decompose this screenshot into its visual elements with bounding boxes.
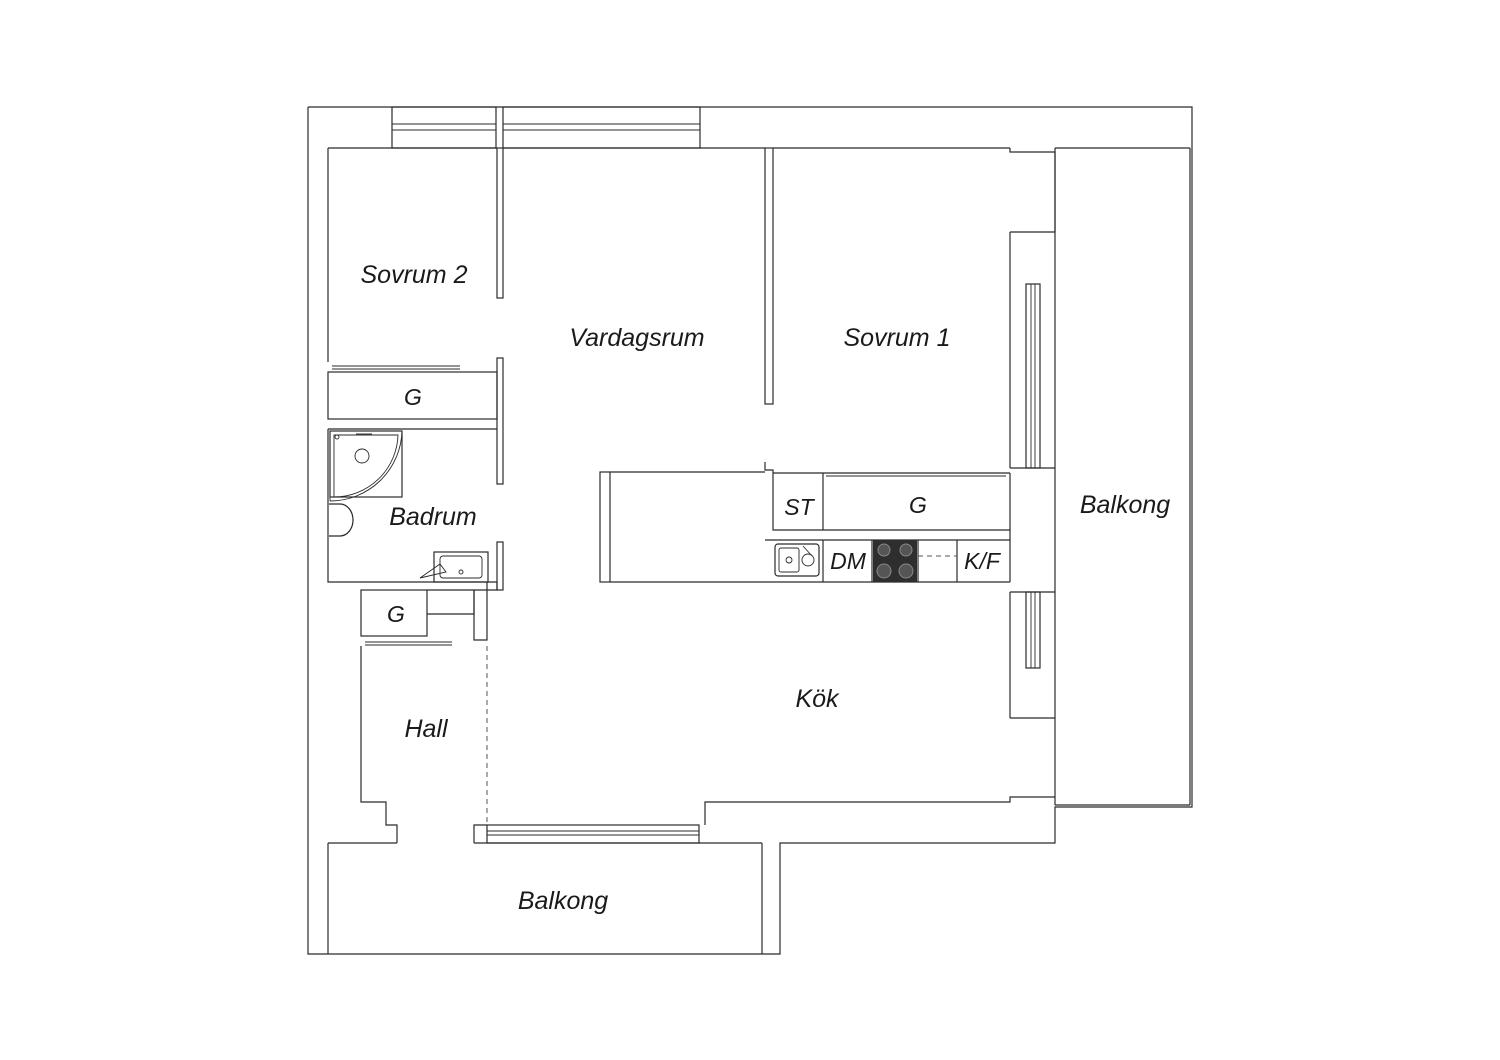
room-label-hall: Hall [404, 715, 449, 743]
window-top-left [391, 106, 497, 149]
room-label-balkong-bottom: Balkong [518, 887, 608, 915]
window-right-upper [1025, 283, 1041, 469]
room-label-kok: Kök [795, 685, 840, 713]
room-label-sovrum1: Sovrum 1 [844, 324, 951, 352]
room-label-balkong-right: Balkong [1080, 491, 1170, 519]
shower-icon [329, 430, 403, 502]
fixture-label-garderob-hall: G [387, 601, 405, 627]
fixture-label-garderob-sovrum2: G [404, 384, 422, 410]
washbasin-icon [419, 551, 489, 583]
toilet-icon [329, 503, 354, 537]
interior-walls [327, 147, 1055, 843]
stove-icon [873, 540, 917, 582]
room-label-badrum: Badrum [389, 503, 477, 531]
window-right-lower [1025, 591, 1041, 669]
window-bottom [486, 824, 700, 844]
window-top-middle [502, 106, 701, 149]
fixture-label-garderob-kok: G [909, 492, 927, 518]
fixture-label-kyl-frys: K/F [964, 548, 1002, 574]
room-label-sovrum2: Sovrum 2 [361, 261, 468, 289]
kitchen-sink-icon [774, 543, 820, 577]
fixture-label-diskmaskin: DM [830, 548, 867, 574]
room-label-vardagsrum: Vardagsrum [569, 324, 704, 352]
fixture-label-stadskap: ST [784, 494, 815, 520]
